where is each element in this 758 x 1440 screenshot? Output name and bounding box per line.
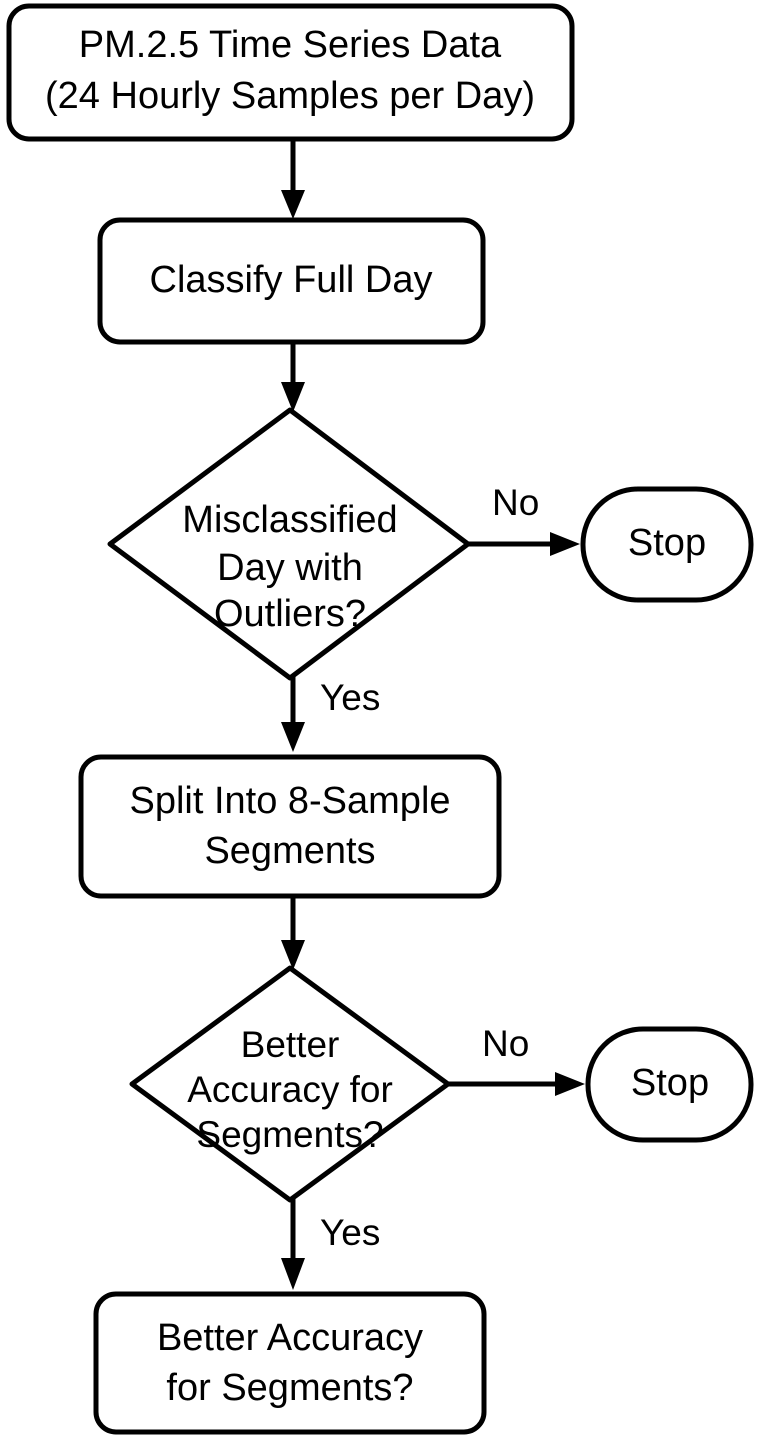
node-misclassified-decision-line-1: Misclassified	[182, 499, 397, 541]
node-split-segments-line-1: Split Into 8-Sample	[129, 780, 450, 822]
node-split-segments-shape[interactable]	[78, 754, 502, 899]
node-misclassified-decision[interactable]: Misclassified Day with Outliers?	[107, 407, 471, 681]
node-better-accuracy-decision-line-2: Accuracy for	[187, 1069, 393, 1110]
node-misclassified-decision-line-2: Day with	[217, 547, 363, 589]
arrowhead-misclassified-no-to-stop	[550, 532, 580, 556]
node-stop-2-label: Stop	[631, 1062, 709, 1104]
edge-misclassified-no-to-stop: No	[466, 482, 580, 556]
edge-better-accuracy-yes-to-result: Yes	[281, 1198, 380, 1290]
edge-classify-to-misclassified	[281, 342, 305, 412]
node-stop-2[interactable]: Stop	[585, 1026, 754, 1143]
edge-label-yes-2: Yes	[320, 1212, 380, 1253]
arrowhead-misclassified-yes-to-split	[281, 722, 305, 752]
node-classify-full-day[interactable]: Classify Full Day	[97, 217, 486, 345]
node-split-segments-line-2: Segments	[204, 830, 375, 872]
node-classify-full-day-shape[interactable]	[97, 217, 486, 345]
arrowhead-classify-to-misclassified	[281, 382, 305, 412]
node-misclassified-decision-shape[interactable]	[107, 407, 471, 681]
edge-better-accuracy-no-to-stop: No	[446, 1023, 585, 1096]
edge-label-yes-1: Yes	[320, 677, 380, 718]
node-better-accuracy-result-line-2: for Segments?	[166, 1367, 413, 1409]
node-stop-1-label: Stop	[628, 522, 706, 564]
node-better-accuracy-decision-line-3: Segments?	[196, 1114, 383, 1155]
edge-label-no-2: No	[482, 1023, 529, 1064]
arrowhead-better-accuracy-yes-to-result	[281, 1258, 305, 1290]
node-better-accuracy-result[interactable]: Better Accuracy for Segments?	[93, 1291, 487, 1435]
node-split-segments[interactable]: Split Into 8-Sample Segments	[78, 754, 502, 899]
edge-label-no-1: No	[492, 482, 539, 523]
edge-misclassified-yes-to-split: Yes	[281, 676, 380, 752]
node-better-accuracy-result-line-1: Better Accuracy	[157, 1317, 423, 1359]
arrowhead-better-accuracy-no-to-stop	[555, 1072, 585, 1096]
node-start-line-1: PM.2.5 Time Series Data	[79, 24, 502, 66]
node-stop-1-shape[interactable]	[580, 486, 754, 603]
node-start[interactable]: PM.2.5 Time Series Data (24 Hourly Sampl…	[6, 3, 575, 142]
node-stop-2-shape[interactable]	[585, 1026, 754, 1143]
edge-start-to-classify	[281, 139, 305, 219]
arrowhead-split-to-better-accuracy	[281, 940, 305, 970]
node-start-line-2: (24 Hourly Samples per Day)	[45, 75, 535, 117]
node-classify-full-day-label: Classify Full Day	[150, 259, 433, 301]
edge-split-to-better-accuracy	[281, 896, 305, 970]
node-stop-1[interactable]: Stop	[580, 486, 754, 603]
node-better-accuracy-decision-shape[interactable]	[129, 965, 451, 1203]
arrowhead-start-to-classify	[281, 190, 305, 219]
node-misclassified-decision-line-3: Outliers?	[214, 593, 366, 635]
node-better-accuracy-decision-line-1: Better	[241, 1024, 340, 1065]
node-better-accuracy-result-shape[interactable]	[93, 1291, 487, 1435]
node-start-shape[interactable]	[6, 3, 575, 142]
node-better-accuracy-decision[interactable]: Better Accuracy for Segments?	[129, 965, 451, 1203]
